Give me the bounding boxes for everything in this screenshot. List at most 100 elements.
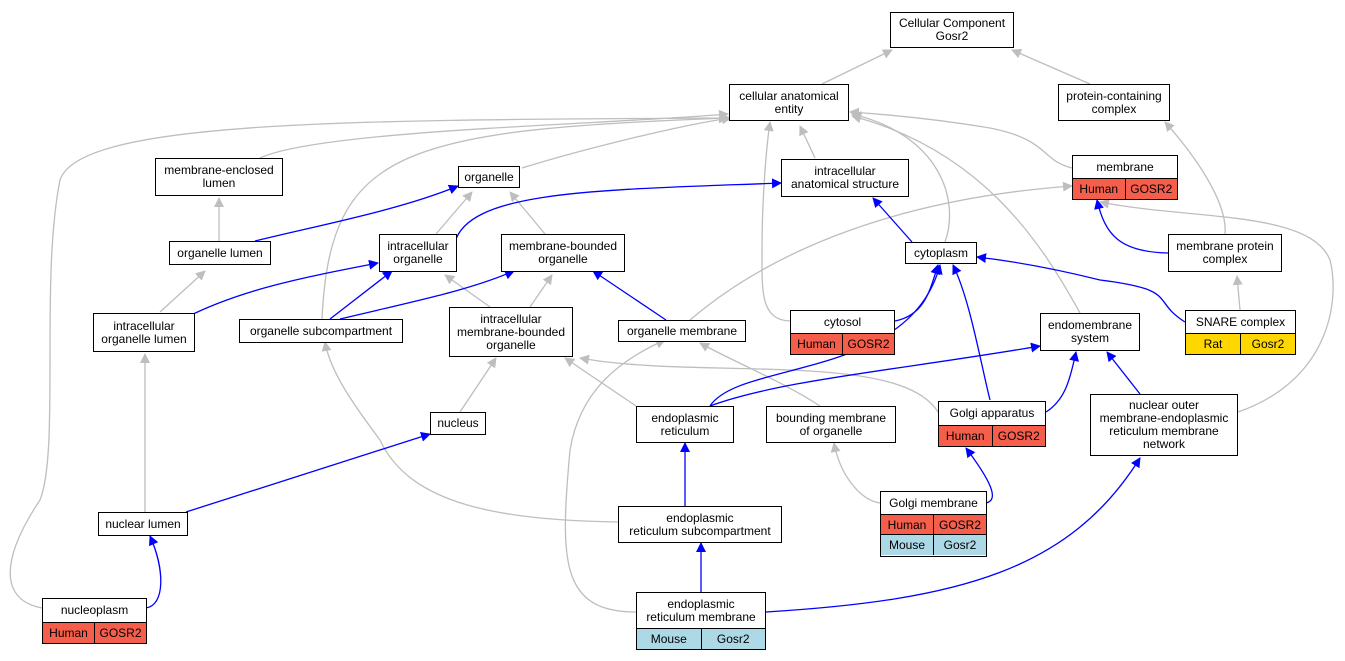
node-label: Golgi membrane [881,492,986,515]
edge-snare-to-mpc [1232,275,1243,311]
node-membrane-enclosed-lumen[interactable]: membrane-enclosed lumen [155,158,283,196]
node-membrane-bounded-organelle[interactable]: membrane-bounded organelle [501,234,625,272]
species-row: Human GOSR2 [939,426,1045,446]
node-intracellular-organelle-lumen[interactable]: intracellular organelle lumen [93,313,195,352]
edge-er-to-endomembrane [709,342,1041,407]
node-membrane-protein-complex[interactable]: membrane protein complex [1168,234,1282,272]
node-er-subcompartment[interactable]: endoplasmic reticulum subcompartment [618,506,782,543]
node-er-membrane[interactable]: endoplasmic reticulum membrane Mouse Gos… [636,592,766,650]
species-row: Mouse Gosr2 [637,629,765,649]
node-intracellular-anatomical-structure[interactable]: intracellular anatomical structure [781,159,909,197]
node-golgi-apparatus[interactable]: Golgi apparatus Human GOSR2 [938,401,1046,447]
edge-er-to-cytoplasm [709,264,943,407]
species-cell: Human [881,515,933,534]
node-label: membrane [1073,156,1177,179]
edge-nucleus-to-nuclear-lumen [185,431,431,513]
node-organelle-subcompartment[interactable]: organelle subcompartment [239,319,403,343]
species-cell: Human [1073,179,1125,199]
node-organelle[interactable]: organelle [458,166,520,188]
edge-nucleoplasm-to-cae [9,113,729,609]
species-row: Mouse Gosr2 [881,535,986,555]
species-row: Human GOSR2 [1073,179,1177,199]
edge-om-to-mbo [592,270,667,321]
node-bounding-membrane-of-organelle[interactable]: bounding membrane of organelle [766,406,896,443]
species-row: Human GOSR2 [43,623,146,643]
species-row: Rat Gosr2 [1186,334,1295,354]
node-label: endoplasmic reticulum membrane [637,593,765,629]
edge-gm-to-golgi [965,447,994,504]
species-cell: Human [939,426,992,446]
gene-cell: GOSR2 [933,515,986,534]
node-cellular-anatomical-entity[interactable]: cellular anatomical entity [729,84,849,121]
gene-cell: Gosr2 [700,629,765,649]
edge-osc-to-mbo [339,269,515,320]
gene-cell: GOSR2 [1124,179,1177,199]
node-nucleus[interactable]: nucleus [430,412,486,435]
edge-cytoplasm-to-ias [872,197,913,243]
edge-membrane-to-cae [849,107,1073,169]
node-snare-complex[interactable]: SNARE complex Rat Gosr2 [1185,310,1296,355]
node-endomembrane-system[interactable]: endomembrane system [1040,313,1140,351]
node-endoplasmic-reticulum[interactable]: endoplasmic reticulum [636,406,734,443]
species-cell: Mouse [881,535,933,555]
gene-cell: Gosr2 [933,535,986,555]
edge-ersc-to-osc [321,341,619,523]
species-row: Human GOSR2 [881,515,986,535]
edge-mpc-to-membrane [1094,199,1169,254]
node-cytoplasm[interactable]: cytoplasm [905,242,977,264]
edge-nucleus-to-imbo [459,357,497,413]
edge-golgi-to-cytoplasm [952,264,991,401]
node-cellular-component[interactable]: Cellular Component Gosr2 [890,12,1014,48]
node-label: cytosol [791,311,894,334]
node-membrane[interactable]: membrane Human GOSR2 [1072,155,1178,200]
edge-iol-to-ol [159,270,206,313]
node-intracellular-organelle[interactable]: intracellular organelle [379,234,457,272]
node-label: SNARE complex [1186,311,1295,334]
edge-ias-to-cae [799,125,816,159]
edge-mpc-to-pcc [1164,121,1226,235]
node-organelle-lumen[interactable]: organelle lumen [169,241,271,265]
edge-snare-to-cytoplasm [976,253,1186,323]
edge-golgi-to-endomembrane [1045,351,1080,413]
node-intracellular-membrane-bounded-organelle[interactable]: intracellular membrane-bounded organelle [449,307,573,357]
edge-erm-to-nom [765,457,1141,613]
node-organelle-membrane[interactable]: organelle membrane [618,320,746,342]
edge-cae-to-cc [821,49,893,85]
node-nuclear-lumen[interactable]: nuclear lumen [98,512,188,536]
edge-gm-to-bm [830,442,881,504]
gene-cell: Gosr2 [1240,334,1295,354]
edge-imbo-to-mbo [529,274,553,308]
node-golgi-membrane[interactable]: Golgi membrane Human GOSR2 Mouse Gosr2 [880,491,987,557]
edge-iol-to-io [184,259,379,319]
edge-bm-to-om [699,342,821,407]
node-nucleoplasm[interactable]: nucleoplasm Human GOSR2 [42,598,147,644]
gene-cell: GOSR2 [991,426,1045,446]
edge-om-to-membrane [689,181,1073,321]
species-row: Human GOSR2 [791,334,894,354]
edge-nom-to-membrane [1099,198,1334,413]
edge-imbo-to-io [444,274,491,308]
edge-cytoplasm-to-cae [851,111,951,243]
node-label: Golgi apparatus [939,402,1045,426]
edge-organelle-to-cae [521,114,732,169]
node-protein-containing-complex[interactable]: protein-containing complex [1058,84,1170,121]
node-cytosol[interactable]: cytosol Human GOSR2 [790,310,895,355]
edge-mbo-to-organelle [509,191,546,235]
node-nuclear-outer-membrane-er-network[interactable]: nuclear outer membrane-endoplasmic retic… [1090,394,1238,456]
edge-osc-to-io [329,270,393,320]
edge-nucleoplasm-to-nuclear-lumen [145,535,162,609]
node-label: nucleoplasm [43,599,146,623]
species-cell: Human [791,334,842,354]
edge-ol-to-organelle [254,184,459,242]
species-cell: Rat [1186,334,1240,354]
edge-osc-to-cae [321,113,729,320]
edge-pcc-to-cc [1011,49,1091,85]
edge-io-to-organelle [435,191,473,235]
edge-cytosol-to-cytoplasm [894,264,941,322]
edge-cytosol-to-cae [761,121,791,322]
edge-golgi-to-imbo [579,354,939,413]
gene-cell: GOSR2 [94,623,146,643]
edge-nom-to-endomembrane [1106,351,1141,395]
